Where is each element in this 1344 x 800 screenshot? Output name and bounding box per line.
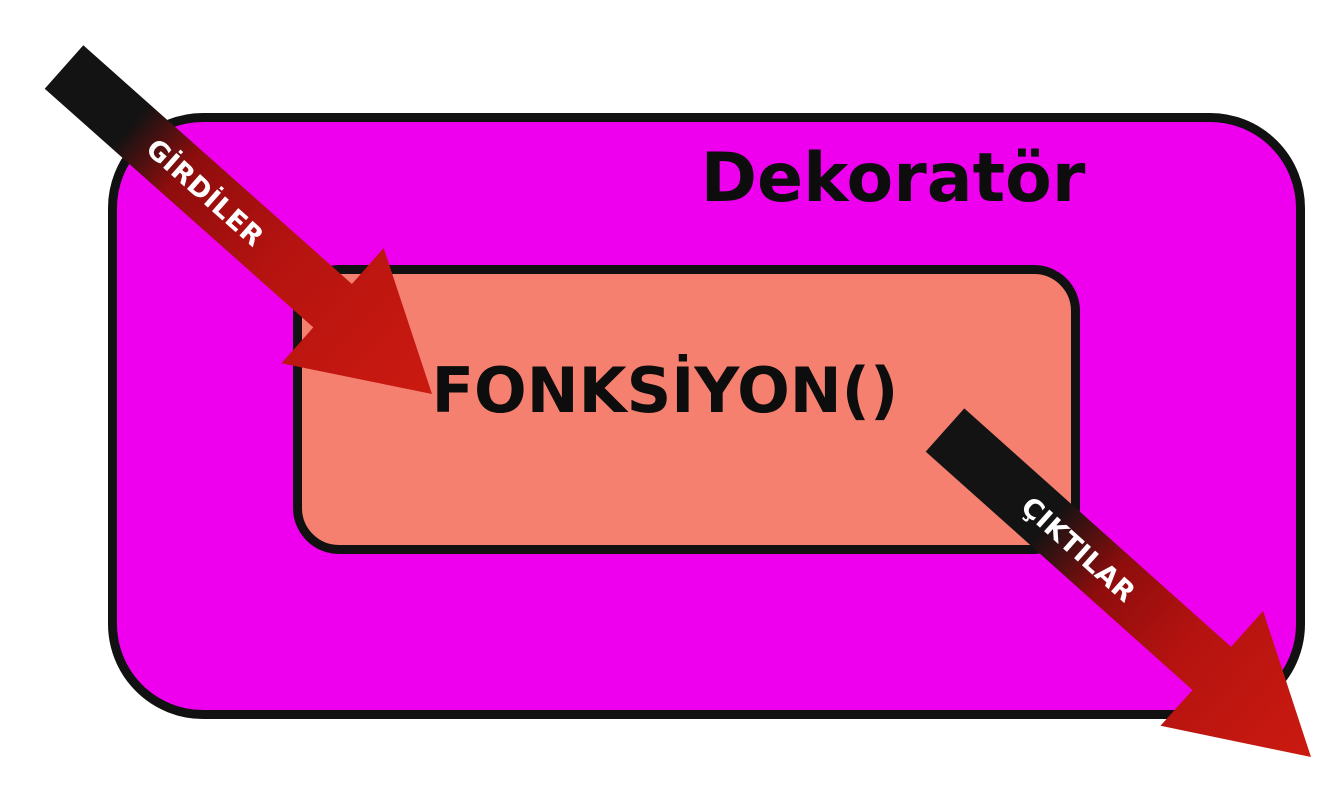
- decorator-box-title: Dekoratör: [700, 139, 1086, 218]
- function-box-label: FONKSİYON(): [431, 354, 899, 427]
